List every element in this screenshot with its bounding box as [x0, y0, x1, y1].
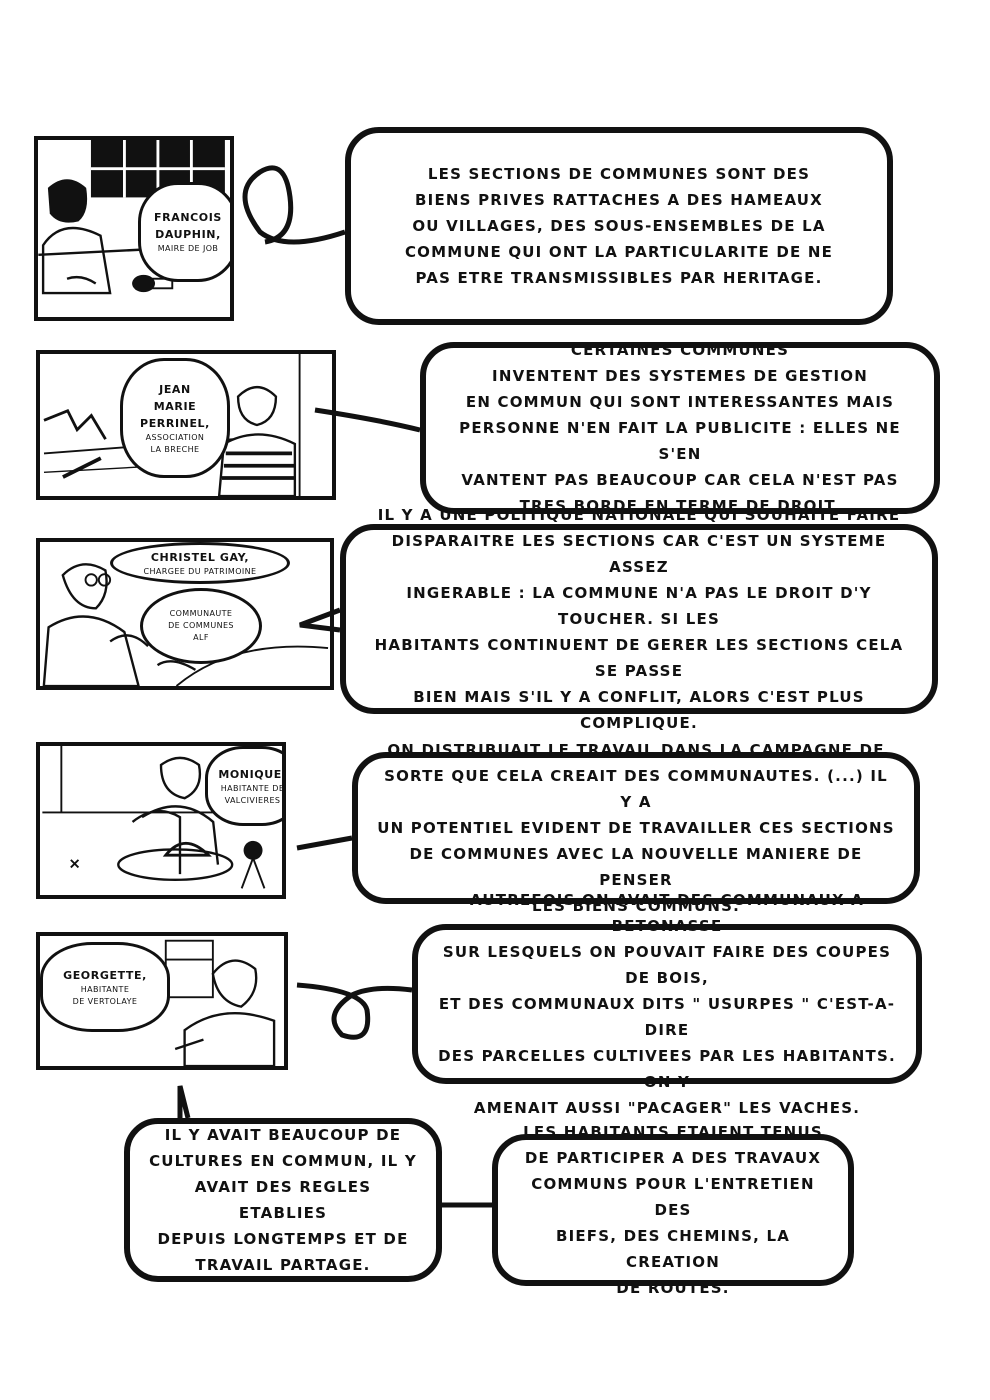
speaker-caption: Georgette, habitante de Vertolaye [40, 942, 170, 1032]
organization-name: Communaute de communes ALF [168, 609, 234, 642]
panel-christel-gay: Christel Gay, chargee du patrimoine Comm… [36, 538, 334, 690]
speaker-name: Monique, [218, 767, 286, 781]
speaker-name: Jean Marie Perrinel, [140, 382, 210, 430]
speech-bubble-2: Certaines communes inventent des systeme… [420, 341, 940, 515]
speech-bubble-6: Il y avait beaucoup de cultures en commu… [124, 1118, 442, 1282]
speech-bubble-4: On distribuait le travail dans la campag… [352, 741, 920, 915]
speaker-caption: Jean Marie Perrinel, Association La Brec… [120, 358, 230, 478]
speech-text: Autrefois on avait des communaux a Beton… [438, 891, 896, 1117]
speaker-role: Association La Breche [145, 432, 205, 454]
panel-francois-dauphin: Francois Dauphin, Maire de Job [34, 136, 234, 321]
speaker-role: habitante de Valcivieres [220, 783, 285, 805]
speech-text: Les habitants etaient tenus de participe… [523, 1123, 823, 1297]
speaker-name: Georgette, [63, 968, 147, 982]
speaker-role: chargee du patrimoine [143, 566, 257, 576]
speaker-role: Maire de Job [157, 244, 219, 253]
speaker-caption: Francois Dauphin, Maire de Job [138, 182, 230, 282]
speaker-caption: Monique, habitante de Valcivieres [205, 746, 286, 826]
speech-bubble-7: Les habitants etaient tenus de participe… [492, 1123, 854, 1297]
speech-text: Les sections de communes sont des biens … [404, 165, 834, 287]
speaker-name: Francois Dauphin, [154, 211, 222, 241]
speech-bubble-5: Autrefois on avait des communaux a Beton… [412, 891, 922, 1117]
organization-caption: Communaute de communes ALF [140, 588, 262, 664]
speaker-name: Christel Gay, [150, 550, 250, 564]
speech-text: Il y a une politique nationale qui souha… [374, 506, 904, 732]
speech-bubble-1: Les sections de communes sont des biens … [345, 127, 893, 325]
panel-illustration-kitchen [42, 746, 280, 889]
panel-jean-marie-perrinel: Jean Marie Perrinel, Association La Brec… [36, 350, 336, 500]
panel-monique: Monique, habitante de Valcivieres [36, 742, 286, 899]
speech-text: On distribuait le travail dans la campag… [377, 741, 895, 915]
speaker-role: habitante de Vertolaye [72, 984, 138, 1006]
panel-georgette: Georgette, habitante de Vertolaye [36, 932, 288, 1070]
panel-illustration-office [42, 563, 329, 686]
speaker-caption: Christel Gay, chargee du patrimoine [110, 542, 290, 584]
panel-illustration-mayor [38, 140, 230, 295]
speech-text: Certaines communes inventent des systeme… [459, 341, 901, 515]
speech-text: Il y avait beaucoup de cultures en commu… [149, 1126, 417, 1274]
speech-bubble-3: Il y a une politique nationale qui souha… [340, 506, 938, 732]
